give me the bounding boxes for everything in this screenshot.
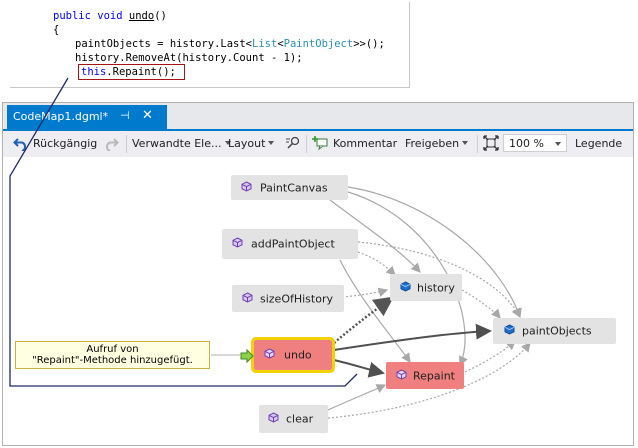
edge-clear-paintobjects (327, 342, 531, 419)
code-type: PaintObject (283, 38, 354, 50)
comment-icon[interactable] (312, 136, 328, 154)
undo-button[interactable]: Rückgängig (33, 137, 98, 150)
edge-undo-repaint (333, 359, 385, 378)
toolbar: Rückgängig Verwandte Ele... Layout Komme… (3, 131, 633, 157)
layout-label: Layout (228, 137, 266, 150)
tab-accent-line (3, 129, 633, 131)
pin-icon[interactable]: ⊣ (120, 109, 130, 122)
node-label: undo (284, 348, 312, 362)
share-label: Freigeben (405, 137, 460, 150)
method-icon (232, 237, 243, 251)
node-clear[interactable]: clear (259, 405, 328, 433)
node-addpaintobject[interactable]: addPaintObject (222, 229, 358, 259)
chevron-down-icon (462, 141, 469, 145)
code-text: () (154, 10, 167, 22)
fit-to-window-icon[interactable] (483, 135, 499, 154)
node-label: history (417, 281, 455, 294)
node-sizeofhistory[interactable]: sizeOfHistory (232, 285, 344, 312)
method-icon (242, 291, 253, 306)
callout-note[interactable]: Aufruf von "Repaint"-Methode hinzugefügt… (15, 341, 210, 369)
edge-history-paintobjects (461, 289, 501, 319)
node-label: Repaint (413, 369, 455, 382)
code-map-window: CodeMap1.dgml* ⊣ ✕ Rückgängig Verwandte … (2, 102, 634, 446)
undo-icon[interactable] (13, 135, 29, 154)
edge-paintcanvas-repaint (347, 191, 468, 367)
zoom-select[interactable]: 100 % (503, 134, 567, 152)
edge-repaint-paintobjects (464, 340, 516, 373)
node-label: PaintCanvas (260, 181, 328, 194)
method-icon (396, 368, 407, 383)
code-keyword: void (97, 10, 123, 22)
code-type: List (252, 38, 278, 50)
layout-dropdown[interactable]: Layout (228, 137, 275, 150)
code-keyword: public (53, 10, 91, 22)
code-line-5: this.Repaint(); (81, 66, 176, 78)
edge-paintcanvas-paintobjects (347, 186, 522, 319)
find-icon[interactable] (285, 135, 301, 154)
field-icon (504, 324, 515, 338)
node-undo[interactable]: undo (251, 337, 335, 373)
added-arrow-icon (240, 348, 254, 367)
edge-addpaintobject-repaint (339, 259, 411, 363)
method-icon (268, 412, 279, 426)
code-highlight-box (78, 64, 185, 80)
chevron-down-icon (555, 142, 561, 146)
code-line-1: public void undo() (53, 10, 167, 22)
node-repaint[interactable]: Repaint (386, 362, 464, 389)
edge-paintcanvas-history (329, 199, 421, 273)
comment-button[interactable]: Kommentar (333, 137, 398, 150)
code-text: < (277, 38, 284, 50)
note-line-1: Aufruf von (86, 344, 139, 355)
share-dropdown[interactable]: Freigeben (405, 137, 469, 150)
tab-codemap[interactable]: CodeMap1.dgml* ⊣ ✕ (7, 105, 167, 129)
node-label: paintObjects (522, 324, 592, 338)
edge-clear-repaint (327, 384, 387, 411)
code-line-2: { (53, 24, 60, 36)
node-label: addPaintObject (251, 237, 335, 251)
note-line-2: "Repaint"-Methode hinzugefügt. (32, 355, 193, 366)
toolbar-separator (477, 135, 478, 153)
tab-title: CodeMap1.dgml* (13, 110, 109, 123)
node-history[interactable]: history (390, 274, 462, 301)
toolbar-separator (126, 135, 127, 153)
method-icon (264, 348, 275, 362)
node-paintobjects[interactable]: paintObjects (493, 318, 616, 344)
edge-addpaintobject-history (357, 251, 396, 276)
class-icon (241, 180, 252, 195)
redo-icon[interactable] (103, 135, 119, 154)
code-keyword: this (81, 66, 107, 78)
zoom-value: 100 % (509, 137, 544, 150)
field-icon (400, 280, 411, 295)
toolbar-separator (306, 135, 307, 153)
code-method-name: undo (128, 10, 155, 22)
edge-sizeofhistory-history (329, 287, 389, 299)
code-text: >>(); (353, 38, 385, 50)
edge-undo-paintobjects (333, 323, 492, 351)
edge-addpaintobject-paintobjects (357, 241, 521, 319)
chevron-down-icon (268, 141, 275, 145)
code-snippet: public void undo() { paintObjects = hist… (10, 2, 410, 88)
tab-strip: CodeMap1.dgml* ⊣ ✕ (3, 103, 633, 131)
legend-button[interactable]: Legende (575, 137, 623, 150)
code-line-4: history.RemoveAt(history.Count - 1); (75, 52, 303, 64)
node-paintcanvas[interactable]: PaintCanvas (231, 175, 348, 200)
node-label: clear (286, 412, 314, 426)
related-elements-label: Verwandte Ele... (132, 137, 222, 150)
code-text: paintObjects = history.Last< (75, 38, 253, 50)
node-label: sizeOfHistory (260, 292, 333, 305)
related-elements-dropdown[interactable]: Verwandte Ele... (132, 137, 231, 150)
code-text: .Repaint(); (106, 66, 176, 78)
chevron-down-icon (224, 141, 231, 145)
close-icon[interactable]: ✕ (142, 108, 153, 123)
code-line-3: paintObjects = history.Last<List<PaintOb… (75, 38, 385, 50)
callout-link (9, 77, 358, 387)
